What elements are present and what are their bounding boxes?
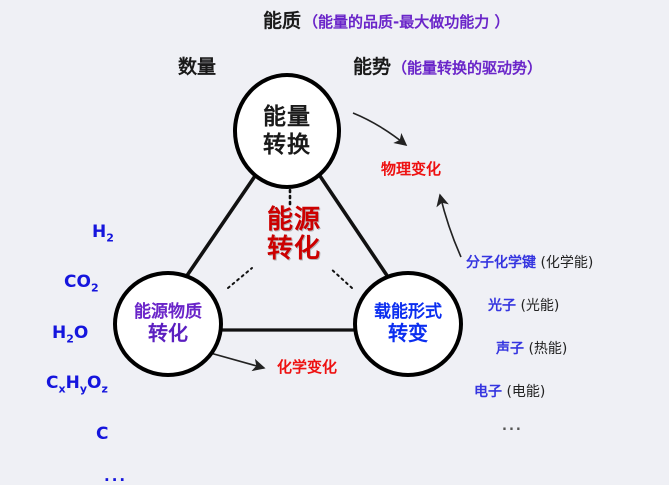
- center-title: 能源 转化: [246, 205, 342, 265]
- formula-item: CxHyOz: [46, 373, 108, 396]
- label-energy-potential: 能势（能量转换的驱动势）: [353, 52, 542, 79]
- arrow-carrier-to-physical: [436, 193, 462, 258]
- carrier-ellipsis: ...: [502, 419, 523, 434]
- formula-item: C: [96, 423, 109, 444]
- carrier-item: 光子 (光能): [488, 299, 666, 313]
- annotation-physical-change: 物理变化: [381, 160, 442, 178]
- diagram-canvas: 能质（能量的品质-最大做功能力 ） 数量 能势（能量转换的驱动势） 能量 转换 …: [46, 6, 594, 484]
- node-energy-matter-conversion[interactable]: 能源物质 转化: [113, 271, 223, 377]
- node-energy-carrier-transform[interactable]: 载能形式 转变: [353, 271, 463, 377]
- label-energy-potential-note: （能量转换的驱动势）: [392, 59, 543, 77]
- formula-item: CO2: [64, 272, 99, 295]
- carrier-item: 电子 (电能): [474, 385, 666, 399]
- carrier-energy-type: (电能): [502, 384, 546, 400]
- label-energy-quality-note: （能量的品质-最大做功能力 ）: [303, 13, 510, 31]
- carrier-energy-type: (化学能): [536, 255, 594, 271]
- spoke-matter-to-center: [227, 267, 253, 289]
- label-energy-quantity: 数量: [178, 56, 217, 78]
- carrier-list: 分子化学键 (化学能) 光子 (光能) 声子 (热能) 电子 (电能)...: [466, 256, 666, 433]
- spoke-carrier-to-center: [329, 267, 353, 289]
- node-energy-matter-conversion-line2: 转化: [148, 321, 188, 346]
- carrier-energy-type: (光能): [516, 298, 560, 314]
- node-energy-conversion-line2: 转换: [263, 131, 311, 158]
- carrier-item: 声子 (热能): [496, 342, 666, 356]
- carrier-name: 电子: [474, 384, 502, 400]
- formula-ellipsis: ...: [104, 466, 128, 485]
- center-title-line1: 能源: [266, 205, 321, 235]
- node-energy-carrier-transform-line2: 转变: [388, 321, 428, 346]
- formula-item: H2O: [52, 322, 89, 346]
- carrier-item: 分子化学键 (化学能): [466, 256, 666, 270]
- center-title-line2: 转化: [266, 234, 321, 265]
- edge-energy-to-matter: [184, 174, 257, 279]
- label-energy-potential-text: 能势: [353, 56, 392, 78]
- node-energy-carrier-transform-line1: 载能形式: [374, 301, 442, 322]
- carrier-name: 声子: [496, 341, 524, 357]
- formula-item: H2: [92, 222, 114, 245]
- label-energy-quality: 能质（能量的品质-最大做功能力 ）: [263, 6, 509, 33]
- carrier-name: 分子化学键: [466, 255, 536, 271]
- carrier-name: 光子: [488, 298, 516, 314]
- carrier-energy-type: (热能): [524, 341, 568, 357]
- node-energy-conversion-line1: 能量: [263, 104, 311, 131]
- label-energy-quality-text: 能质: [263, 10, 302, 32]
- arrow-energy-to-physical: [352, 112, 408, 147]
- annotation-chemical-change: 化学变化: [277, 358, 338, 376]
- node-energy-matter-conversion-line1: 能源物质: [134, 301, 202, 322]
- node-energy-conversion[interactable]: 能量 转换: [233, 73, 341, 189]
